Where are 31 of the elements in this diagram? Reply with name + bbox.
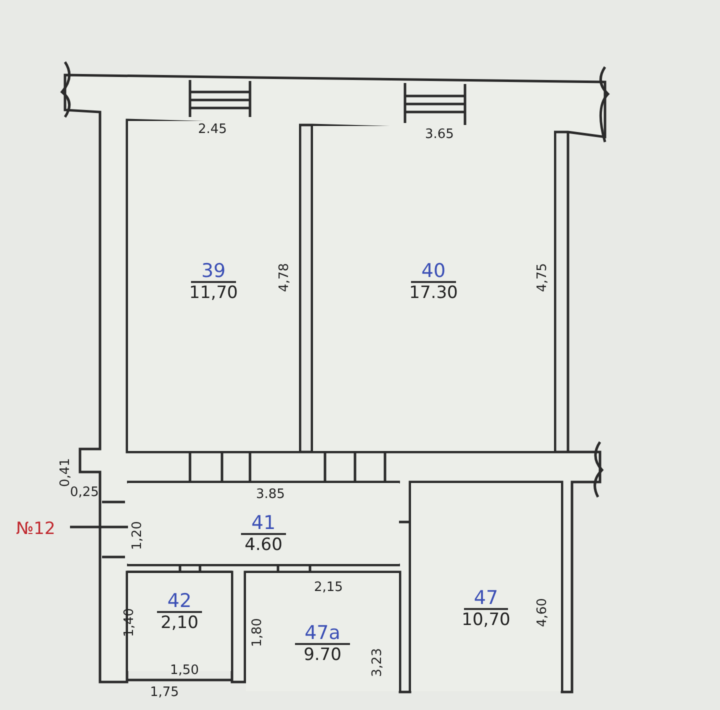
room-area: 11,70 xyxy=(189,283,238,303)
room-area: 4.60 xyxy=(244,535,282,555)
room-area: 9.70 xyxy=(304,645,342,665)
room xyxy=(246,573,399,691)
room-number: 47а xyxy=(294,623,350,645)
room-area: 2,10 xyxy=(160,613,198,633)
dimension-label: 0,25 xyxy=(70,485,99,500)
room-area: 17.30 xyxy=(409,283,458,303)
dimension-label: 3.85 xyxy=(256,487,285,502)
room-number: 47 xyxy=(464,588,508,610)
room-area: 10,70 xyxy=(462,610,510,630)
dimension-label: 1,80 xyxy=(250,618,265,647)
dimension-label: 0,41 xyxy=(58,458,73,487)
dimension-label: 2,15 xyxy=(314,580,343,595)
room xyxy=(128,121,299,451)
room-number: 42 xyxy=(157,591,202,613)
room-number: 39 xyxy=(191,261,236,283)
dimension-label: 1,75 xyxy=(150,685,179,700)
room-number: 40 xyxy=(411,261,456,283)
room xyxy=(411,483,561,691)
dimension-label: 1,20 xyxy=(130,521,145,550)
dimension-label: 2.45 xyxy=(198,122,227,137)
dimension-label: 4,78 xyxy=(277,263,292,292)
dimension-label: 1,40 xyxy=(122,608,137,637)
dimension-label: 4,75 xyxy=(535,263,550,292)
room xyxy=(313,126,554,451)
dimension-label: 1,50 xyxy=(170,663,199,678)
dimension-label: 4,60 xyxy=(535,598,550,627)
dimension-label: 3.65 xyxy=(425,127,454,142)
room-number: 41 xyxy=(241,513,286,535)
dimension-label: 3,23 xyxy=(370,648,385,677)
